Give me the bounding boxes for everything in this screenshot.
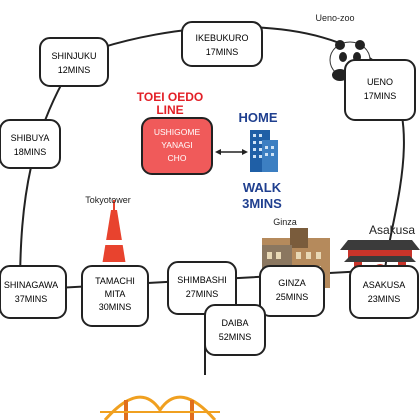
station-ueno[interactable]: UENO 17MINS [344, 59, 416, 121]
station-name: GINZA [278, 278, 306, 288]
station-shibuya[interactable]: SHIBUYA 18MINS [0, 119, 61, 169]
walk-arrow-head-left [215, 149, 221, 155]
landmark-label-asakusa: Asakusa [369, 223, 415, 237]
station-time: 17MINS [206, 47, 239, 57]
station-shimbashi[interactable]: SHIMBASHI 27MINS [167, 261, 237, 315]
walk-label-line2: 3MINS [242, 196, 282, 211]
station-time: 17MINS [364, 91, 397, 101]
home-station-ushigome-yanagicho[interactable]: USHIGOME YANAGI CHO [141, 117, 213, 175]
home-station-name-line3: CHO [168, 153, 187, 163]
home-building-icon [250, 130, 278, 172]
station-name: SHINJUKU [51, 51, 96, 61]
home-station-name-line1: USHIGOME [154, 127, 201, 137]
station-name: DAIBA [221, 318, 248, 328]
station-time: 12MINS [58, 65, 91, 75]
station-time: 37MINS [15, 294, 48, 304]
line-label-line2: LINE [156, 103, 183, 117]
station-tamachi-mita[interactable]: TAMACHI MITA 30MINS [81, 265, 149, 327]
station-time: 27MINS [186, 289, 219, 299]
station-time: 25MINS [276, 292, 309, 302]
station-ginza[interactable]: GINZA 25MINS [259, 265, 325, 317]
station-shinagawa[interactable]: SHINAGAWA 37MINS [0, 265, 67, 319]
home-label: HOME [239, 110, 278, 125]
walk-label-line1: WALK [243, 180, 282, 195]
station-time: 52MINS [219, 332, 252, 342]
walk-arrow-head-right [242, 149, 248, 155]
landmark-label-ginza: Ginza [273, 217, 297, 227]
station-name: SHINAGAWA [4, 280, 58, 290]
station-name: ASAKUSA [363, 280, 406, 290]
station-time: 18MINS [14, 147, 47, 157]
station-shinjuku[interactable]: SHINJUKU 12MINS [39, 37, 109, 87]
station-asakusa[interactable]: ASAKUSA 23MINS [349, 265, 419, 319]
station-time: 23MINS [368, 294, 401, 304]
station-time: 30MINS [99, 302, 132, 312]
line-label-line1: TOEI OEDO [137, 90, 203, 104]
station-name: TAMACHI [95, 276, 135, 286]
station-name: SHIMBASHI [177, 275, 227, 285]
station-ikebukuro[interactable]: IKEBUKURO 17MINS [181, 21, 263, 67]
station-name-line2: MITA [105, 289, 126, 299]
station-name: IKEBUKURO [195, 33, 248, 43]
home-station-name-line2: YANAGI [161, 140, 193, 150]
station-name: UENO [367, 77, 393, 87]
landmark-label-tokyotower: Tokyotower [85, 195, 131, 205]
rainbow-bridge-icon [100, 395, 220, 420]
station-name: SHIBUYA [11, 133, 50, 143]
landmark-label-ueno-zoo: Ueno-zoo [315, 13, 354, 23]
station-daiba[interactable]: DAIBA 52MINS [204, 304, 266, 356]
